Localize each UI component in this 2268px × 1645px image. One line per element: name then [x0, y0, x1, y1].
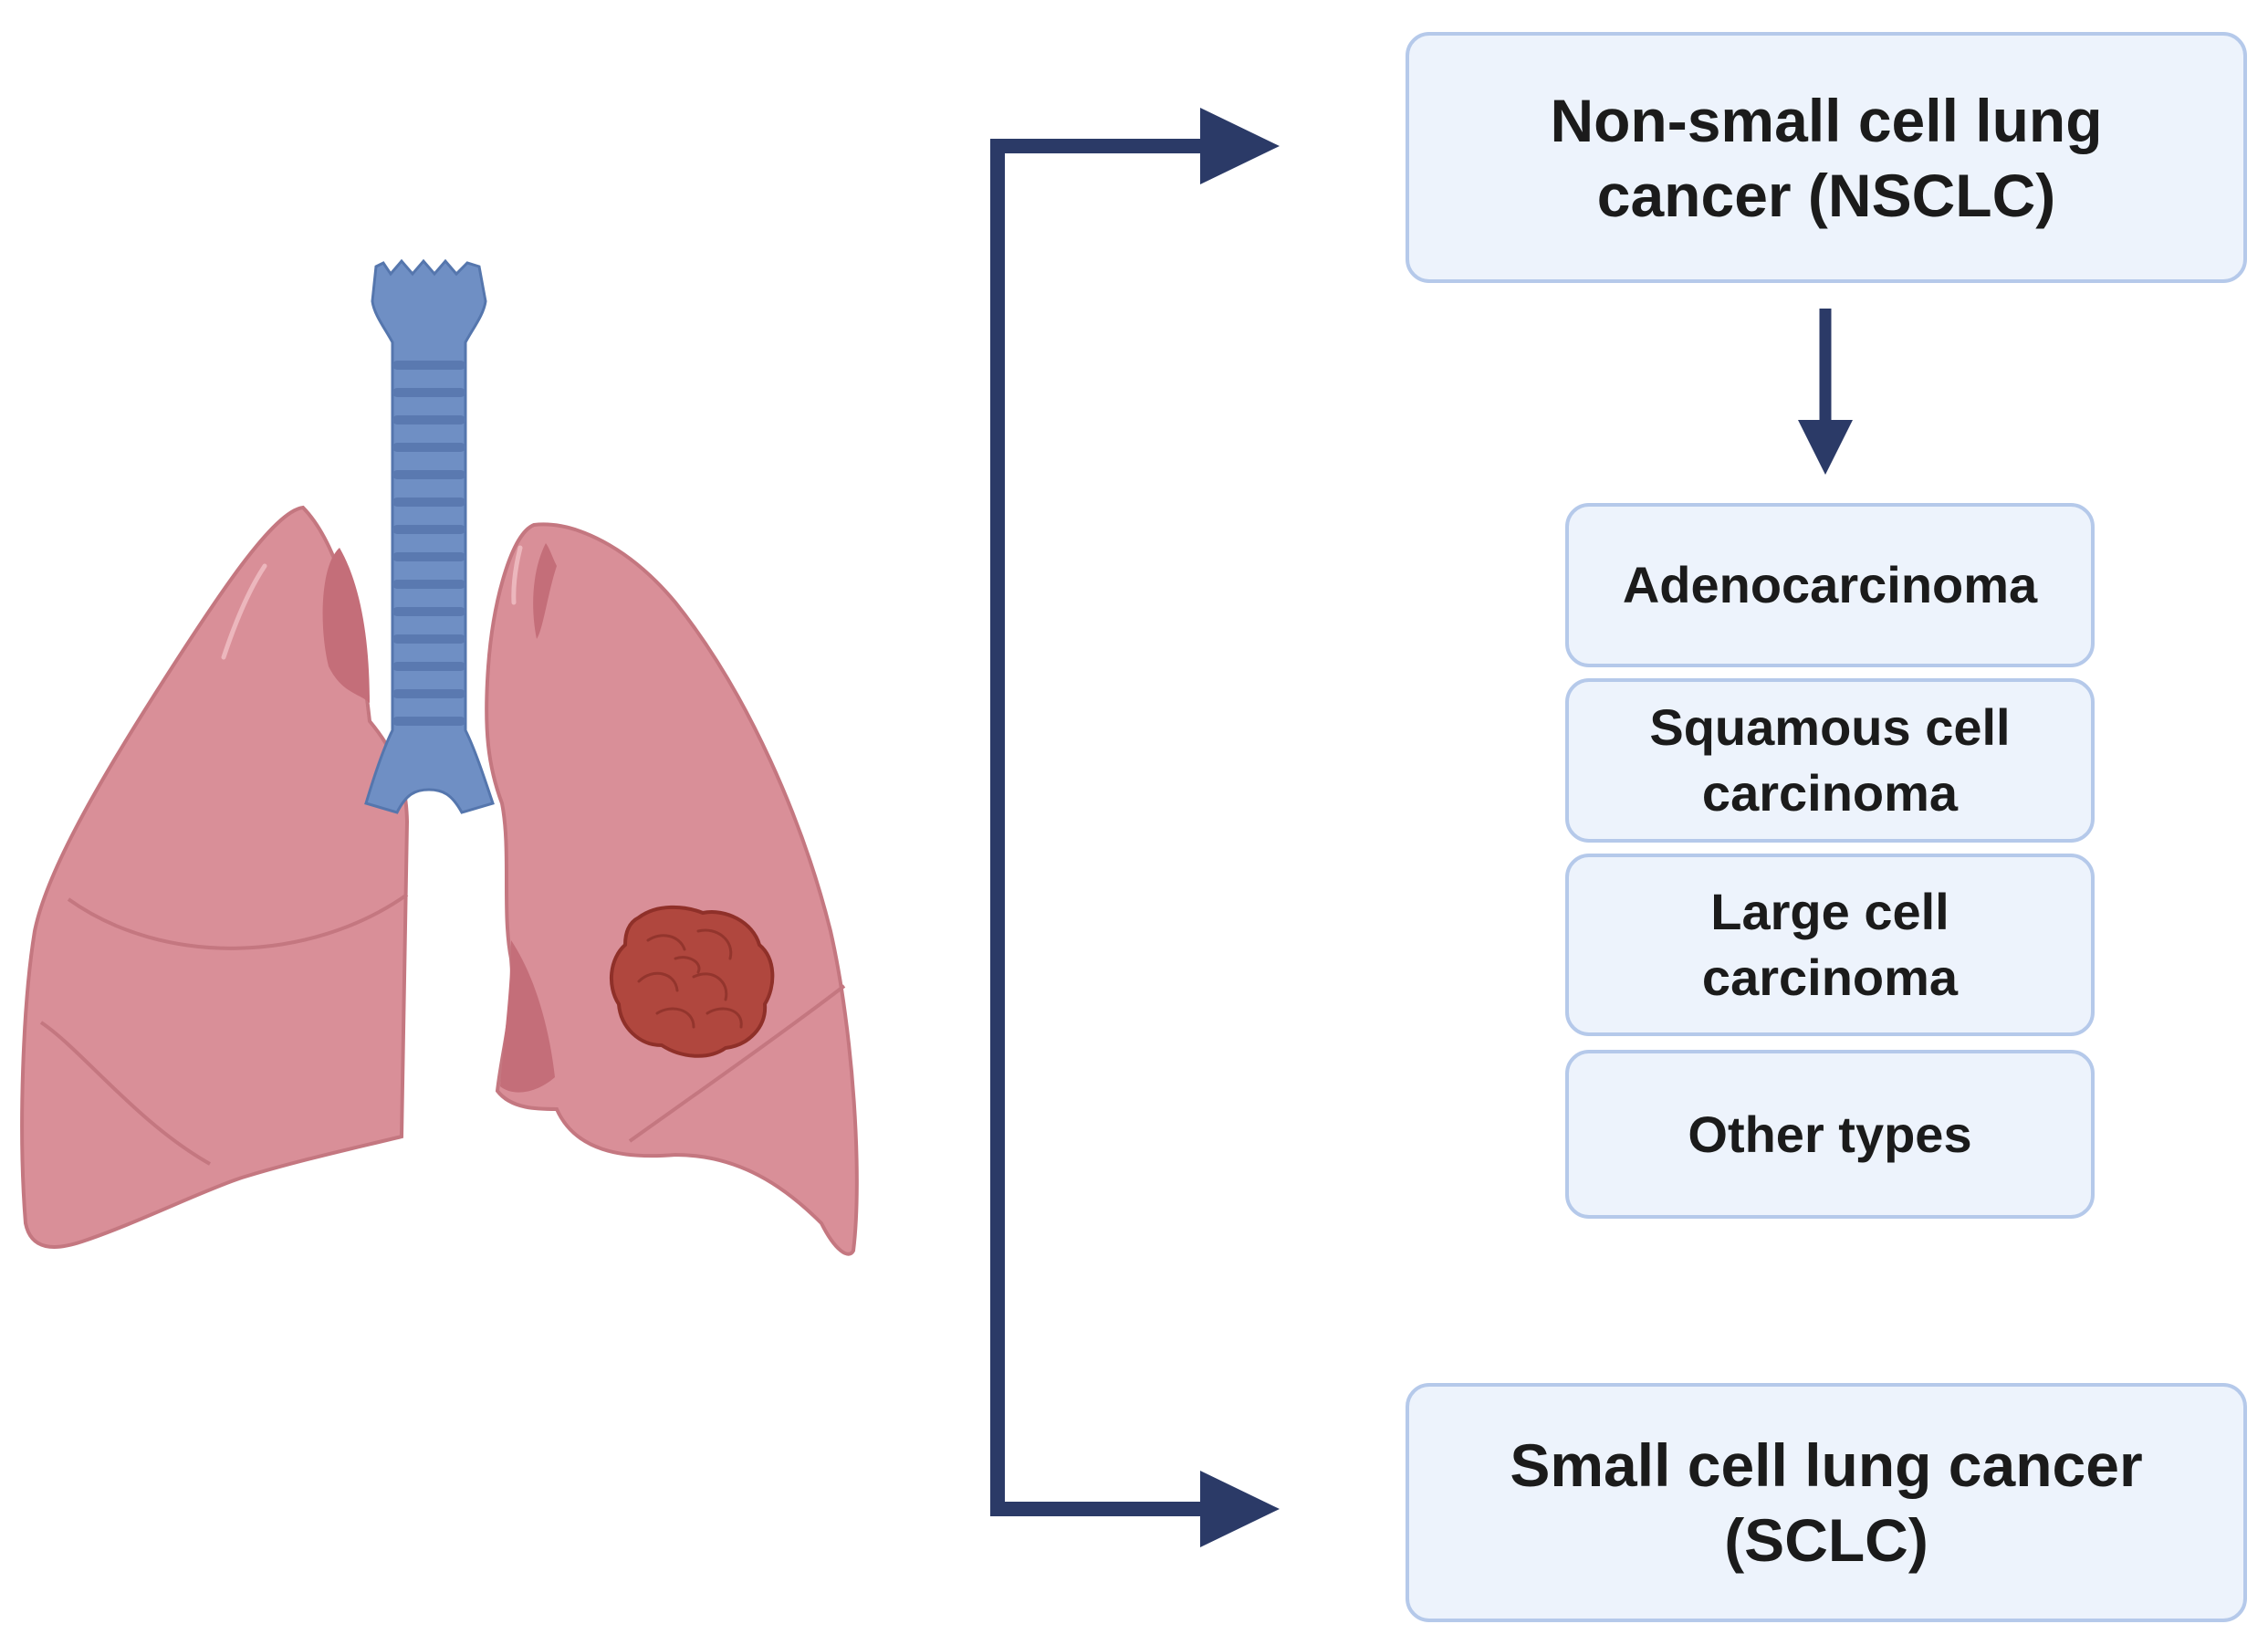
sclc-box: Small cell lung cancer (SCLC)	[1406, 1383, 2247, 1622]
left-lung-icon	[485, 522, 859, 1256]
subtype-large-cell-box: Large cell carcinoma	[1565, 854, 2095, 1036]
subtype-adenocarcinoma-box: Adenocarcinoma	[1565, 503, 2095, 667]
subtype-squamous-label: Squamous cell carcinoma	[1649, 698, 2011, 822]
trachea-rings	[392, 361, 465, 726]
sclc-label: Small cell lung cancer (SCLC)	[1510, 1431, 2143, 1574]
subtype-adenocarcinoma-label: Adenocarcinoma	[1622, 556, 2038, 613]
trachea-icon	[364, 258, 495, 814]
subtype-other-box: Other types	[1565, 1050, 2095, 1219]
branch-bracket	[990, 139, 1223, 1516]
subtype-other-label: Other types	[1688, 1105, 1972, 1163]
subtype-squamous-box: Squamous cell carcinoma	[1565, 678, 2095, 843]
arrow-to-subtypes	[1798, 309, 1853, 475]
nsclc-label: Non-small cell lung cancer (NSCLC)	[1550, 86, 2103, 229]
nsclc-box: Non-small cell lung cancer (NSCLC)	[1406, 32, 2247, 283]
subtype-large-cell-label: Large cell carcinoma	[1701, 883, 1959, 1006]
arrow-to-sclc	[1200, 1471, 1280, 1547]
arrow-to-nsclc	[1200, 108, 1280, 184]
right-lung-icon	[20, 505, 410, 1249]
tumor-icon	[609, 905, 775, 1058]
lungs-with-tumor-icon	[20, 258, 859, 1256]
